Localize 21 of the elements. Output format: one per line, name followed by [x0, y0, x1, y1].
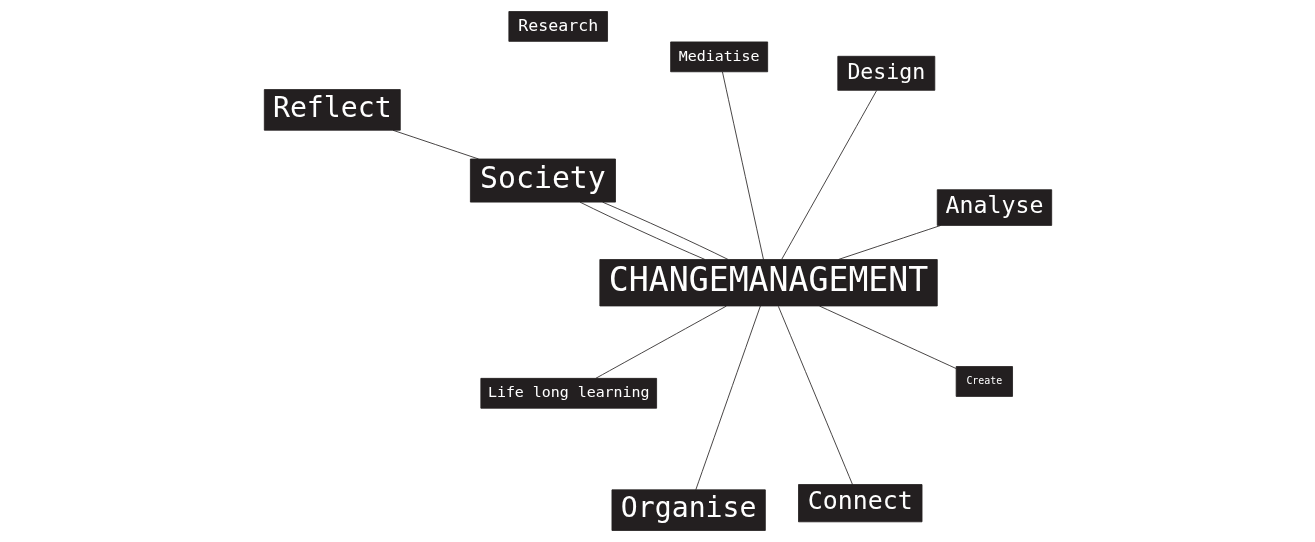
node-box: Research: [507, 11, 608, 42]
connector: [837, 225, 941, 260]
connector: [777, 305, 853, 485]
node-box: Society: [469, 158, 616, 203]
connector: [601, 201, 728, 260]
node-box: Organise: [611, 489, 766, 531]
node-box: Connect: [797, 484, 922, 523]
node-box: CHANGEMANAGEMENT: [598, 259, 938, 307]
node-box: Reflect: [263, 89, 401, 131]
connector: [818, 305, 956, 369]
node-box: Life long learning: [479, 377, 657, 409]
connector: [392, 129, 479, 160]
connector: [694, 305, 761, 491]
node-box: Mediatise: [669, 41, 768, 73]
node-box: Create: [955, 366, 1013, 397]
connector: [721, 71, 764, 260]
node-box: Design: [836, 55, 935, 91]
connector: [594, 305, 727, 379]
connector: [780, 90, 877, 260]
node-box: Analyse: [936, 189, 1052, 226]
connector: [579, 201, 705, 260]
